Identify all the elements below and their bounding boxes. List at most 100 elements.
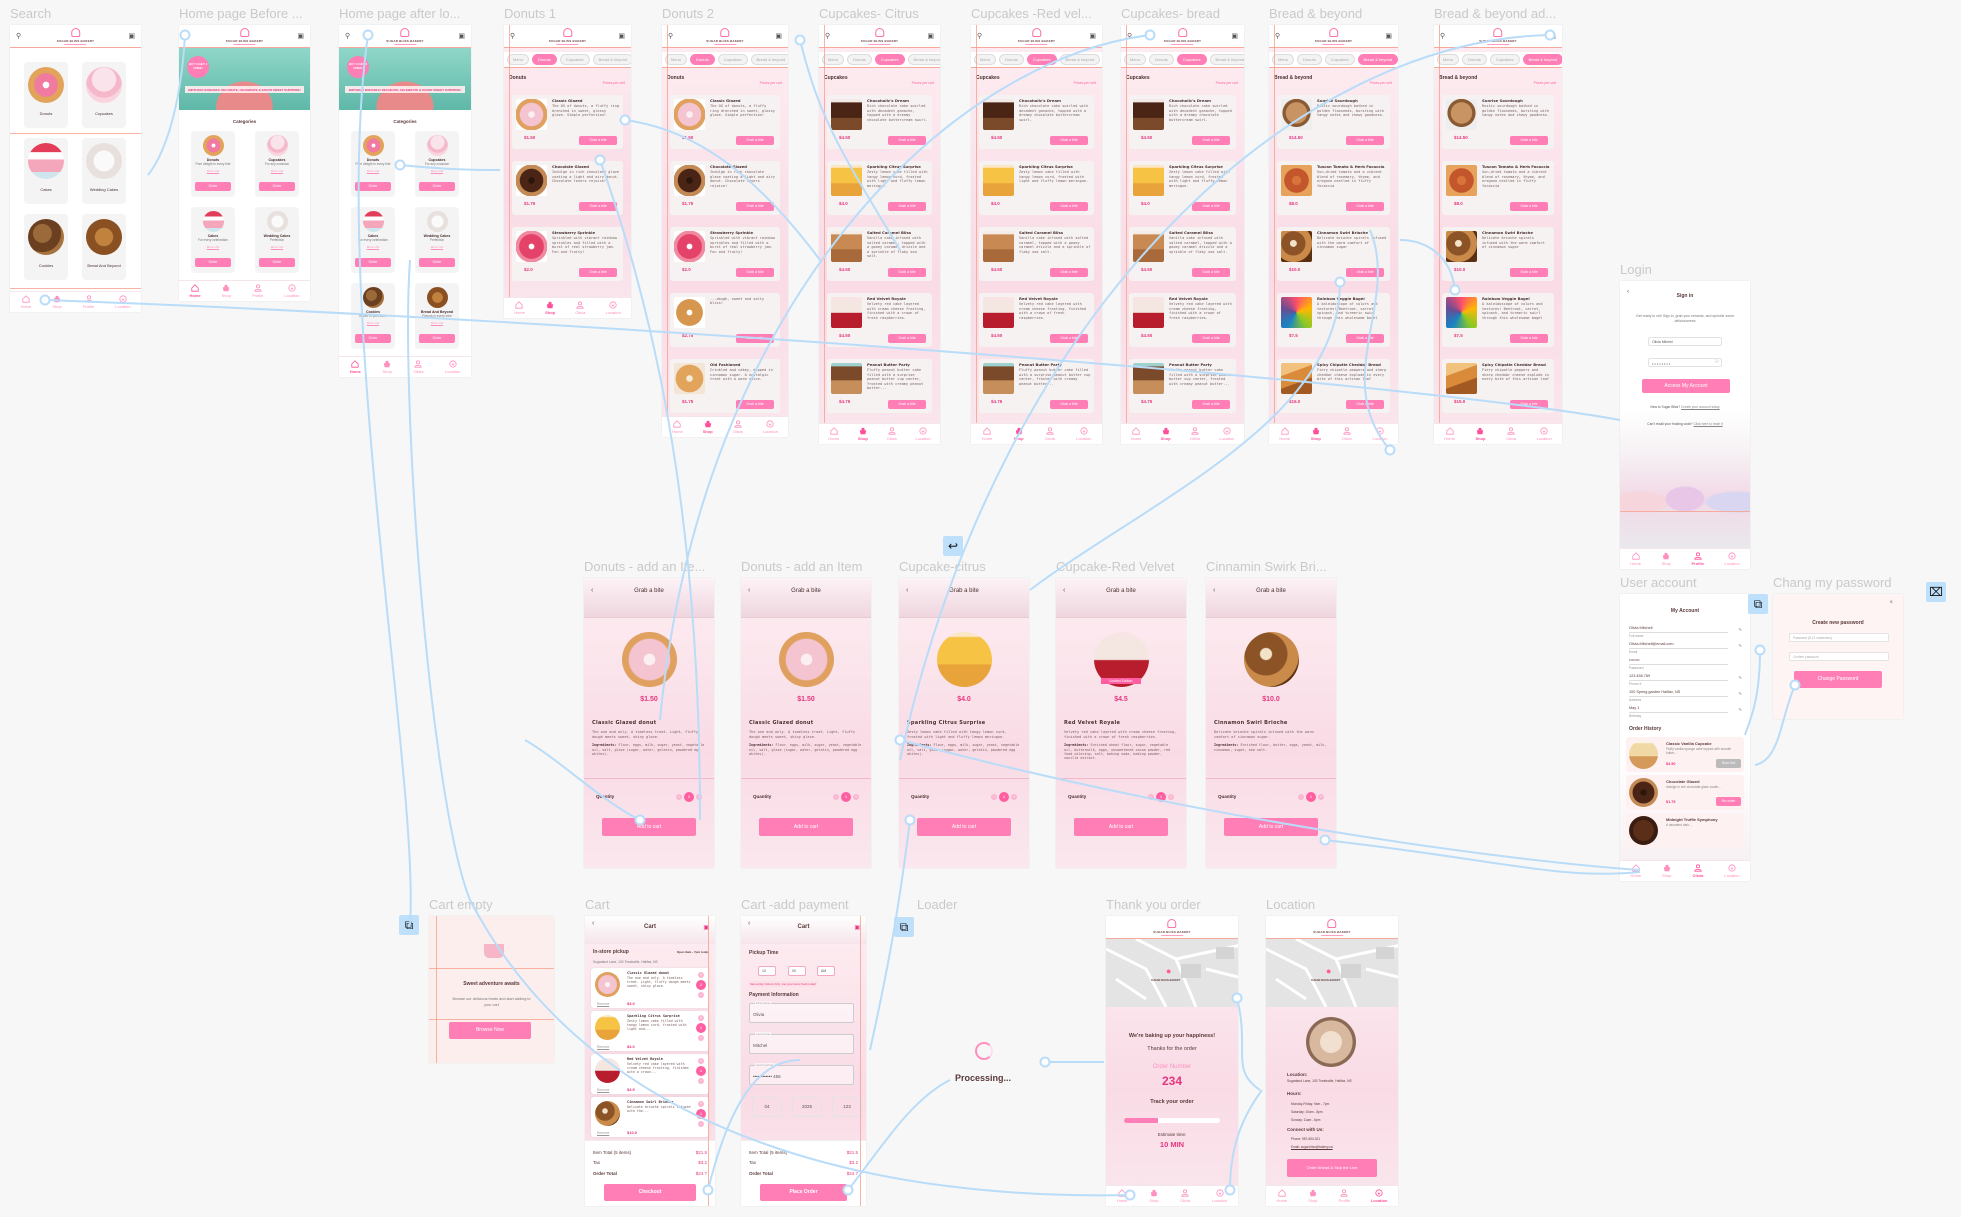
nav-item-shop[interactable]: Shop (1014, 427, 1024, 441)
grab-a-bite-button[interactable]: Grab a bite (1346, 400, 1384, 409)
browse-now-button[interactable]: Browse Now (449, 1022, 531, 1039)
tab-menu[interactable]: Menu (1272, 54, 1295, 65)
remove-link[interactable]: Remove (597, 1131, 610, 1135)
shopping-bag-icon[interactable]: ▣ (458, 33, 465, 40)
category-tile[interactable]: Cookies (24, 214, 68, 280)
shopping-bag-icon[interactable]: ▣ (297, 33, 304, 40)
shopping-bag-icon[interactable]: ▣ (775, 33, 782, 40)
nav-item-profile[interactable]: Profile (1692, 552, 1704, 566)
more-info-link[interactable]: More info (206, 245, 220, 249)
tab-donuts[interactable]: Donuts (532, 54, 557, 65)
grab-a-bite-button[interactable]: Grab a bite (736, 136, 774, 145)
grab-a-bite-button[interactable]: Grab a bite (1346, 202, 1384, 211)
search-icon[interactable]: ⚲ (977, 33, 983, 40)
grab-a-bite-button[interactable]: Grab a bite (579, 202, 617, 211)
pickup-hour-select[interactable]: 10 (758, 966, 776, 976)
shopping-bag-icon[interactable]: ▣ (1231, 33, 1238, 40)
increment-button[interactable]: + (698, 972, 704, 978)
nav-item-home[interactable]: Home (514, 301, 525, 315)
reset-link[interactable]: Click here to reset it (1693, 422, 1723, 426)
edit-pencil-icon[interactable]: ✎ (1738, 707, 1742, 712)
grab-a-bite-button[interactable]: Grab a bite (888, 136, 926, 145)
nav-item-location[interactable]: Location (1537, 427, 1552, 441)
tab-menu[interactable]: Menu (1437, 54, 1460, 65)
shopping-bag-icon[interactable]: ▣ (618, 33, 625, 40)
tab-bread-beyond[interactable]: Bread & beyond (592, 54, 631, 65)
shopping-bag-icon[interactable]: ▣ (927, 33, 934, 40)
tab-bread-beyond[interactable]: Bread & beyond (1059, 54, 1101, 65)
category-tile[interactable]: Donuts (24, 62, 68, 128)
nav-item-home[interactable]: Home (982, 427, 992, 441)
decrement-button[interactable]: − (1298, 794, 1304, 800)
tab-menu[interactable]: Menu (507, 54, 530, 65)
more-info-link[interactable]: More info (270, 169, 284, 173)
nav-item-profile[interactable]: Profile (1338, 1189, 1350, 1203)
card-year-field[interactable]: 2025 (792, 1097, 822, 1117)
decrement-button[interactable]: − (991, 794, 997, 800)
increment-button[interactable]: + (1011, 794, 1017, 800)
nav-item-profile[interactable]: Profile (83, 295, 94, 309)
nav-item-home[interactable]: Home (1444, 427, 1455, 441)
nav-item-profile[interactable]: Olivia (1342, 427, 1352, 441)
card-number-field[interactable]: Card number•••••••••••• 456 (749, 1063, 854, 1085)
nav-item-home[interactable]: Home (672, 420, 683, 434)
decrement-button[interactable]: − (698, 1035, 704, 1041)
nav-item-profile[interactable]: Profile (252, 284, 263, 298)
nav-item-location[interactable]: Location (1725, 552, 1740, 566)
add-to-cart-button[interactable]: Add to cart (759, 818, 853, 836)
nav-item-home[interactable]: Home (190, 284, 201, 298)
order-button[interactable]: Order (419, 258, 455, 267)
nav-item-home[interactable]: Home (1630, 864, 1641, 878)
card-cvv-field[interactable]: 123 (832, 1097, 862, 1117)
order-button[interactable]: Order (355, 182, 391, 191)
increment-button[interactable]: + (698, 1015, 704, 1021)
tab-cupcakes[interactable]: Cupcakes (1489, 54, 1520, 65)
add-to-cart-button[interactable]: Add to cart (602, 818, 696, 836)
nav-item-shop[interactable]: Shop (545, 301, 555, 315)
edit-pencil-icon[interactable]: ✎ (1738, 627, 1742, 632)
pickup-minute-select[interactable]: 00 (788, 966, 806, 976)
search-icon[interactable]: ⚲ (16, 33, 22, 40)
create-account-link[interactable]: Create your account today (1680, 405, 1720, 409)
more-info-link[interactable]: More info (366, 245, 380, 249)
nav-item-location[interactable]: Location (284, 284, 299, 298)
increment-button[interactable]: + (696, 794, 702, 800)
tab-cupcakes[interactable]: Cupcakes (874, 54, 905, 65)
tab-cupcakes[interactable]: Cupcakes (1176, 54, 1207, 65)
nav-item-location[interactable]: Location (1371, 1189, 1387, 1203)
nav-item-shop[interactable]: Shop (1149, 1189, 1159, 1203)
nav-item-shop[interactable]: Shop (383, 360, 392, 374)
category-tile[interactable]: Cupcakes (82, 62, 126, 128)
grab-a-bite-button[interactable]: Grab a bite (579, 268, 617, 277)
nav-item-profile[interactable]: Olivia (887, 427, 897, 441)
search-icon[interactable]: ⚲ (1275, 33, 1281, 40)
grab-a-bite-button[interactable]: Grab a bite (1510, 202, 1548, 211)
change-password-button[interactable]: Change Password (1794, 671, 1882, 688)
tab-bread-beyond[interactable]: Bread & beyond (1209, 54, 1244, 65)
tab-cupcakes[interactable]: Cupcakes (1026, 54, 1057, 65)
remove-link[interactable]: Remove (597, 1002, 610, 1006)
nav-item-location[interactable]: Location (115, 295, 130, 309)
promo-banner[interactable]: BUY 3 GET 1 FREE!BIRTHDAY BONANZA! DECOR… (339, 48, 471, 110)
grab-a-bite-button[interactable]: Grab a bite (888, 268, 926, 277)
decrement-button[interactable]: − (698, 992, 704, 998)
search-icon[interactable]: ⚲ (510, 33, 516, 40)
nav-item-shop[interactable]: Shop (858, 427, 868, 441)
order-button[interactable]: Order (259, 182, 295, 191)
reorder-button[interactable]: Re-order (1716, 797, 1741, 806)
nav-item-home[interactable]: Home (1131, 427, 1141, 441)
search-icon[interactable]: ⚲ (185, 33, 191, 40)
more-info-link[interactable]: More info (366, 321, 380, 325)
promo-banner[interactable]: BUY 3 GET 1 FREE!BIRTHDAY BONANZA! DECOR… (179, 48, 310, 110)
map[interactable]: ●SUGAR BLISS BAKERY (1266, 939, 1398, 1007)
grab-a-bite-button[interactable]: Grab a bite (1050, 268, 1088, 277)
tab-donuts[interactable]: Donuts (1149, 54, 1174, 65)
back-chevron-icon[interactable]: ‹ (1627, 289, 1629, 295)
nav-item-location[interactable]: Location (1212, 1189, 1227, 1203)
increment-button[interactable]: + (1318, 794, 1324, 800)
card-month-field[interactable]: 04 (752, 1097, 782, 1117)
tab-bread-beyond[interactable]: Bread & beyond (1357, 54, 1398, 65)
order-button[interactable]: Order (419, 334, 455, 343)
grab-a-bite-button[interactable]: Grab a bite (736, 202, 774, 211)
